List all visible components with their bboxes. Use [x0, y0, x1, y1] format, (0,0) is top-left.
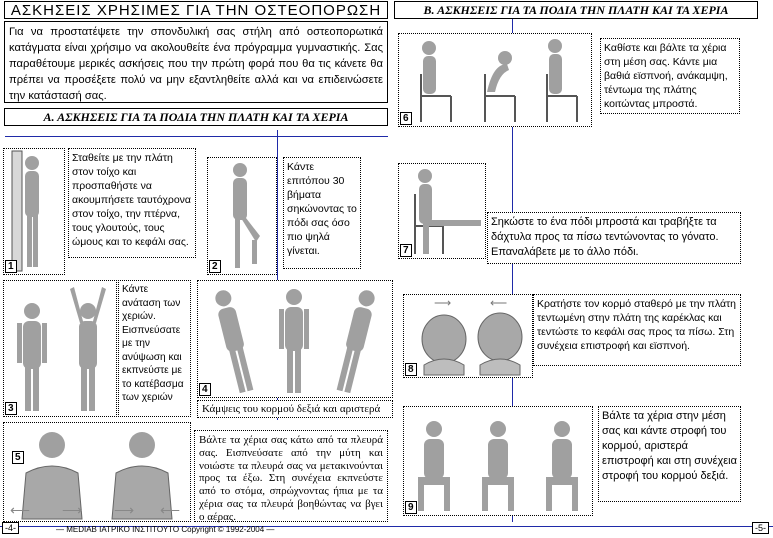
side-bend-figures — [215, 289, 375, 394]
arm-raise-figures — [17, 287, 106, 411]
exercise-6-number: 6 — [400, 112, 412, 125]
svg-text:⟵: ⟵ — [10, 504, 30, 519]
standing-wall-figure — [11, 150, 39, 272]
svg-text:⟵: ⟵ — [490, 296, 507, 310]
exercise-3-number: 3 — [5, 402, 17, 415]
page-title: ΑΣΚΗΣΕΙΣ ΧΡΗΣΙΜΕΣ ΓΙΑ ΤΗΝ ΟΣΤΕΟΠΟΡΩΣΗ — [4, 1, 388, 19]
exercise-4-text: Κάμψεις του κορμού δεξιά και αριστερά — [197, 400, 393, 418]
exercise-5-number: 5 — [12, 451, 24, 464]
exercise-5-text: Βάλτε τα χέρια σας κάτω από τα πλευρά σα… — [194, 430, 388, 523]
exercise-3-text: Κάντε ανάταση των χεριών. Εισπνεύσατε με… — [118, 280, 191, 417]
guide-line-left — [277, 130, 278, 420]
seated-twist-figures — [418, 421, 578, 511]
svg-text:⟶: ⟶ — [114, 504, 134, 519]
footer-rule — [0, 526, 773, 527]
footer-credit: — MEDIAB ΙΑΤΡΙΚΟ ΙΝΣΤΙΤΟΥΤΟ Copyright © … — [56, 525, 275, 534]
rib-breathing-figures: ⟵ ⟶ ⟶ ⟵ — [10, 432, 180, 520]
right-page-number: -5- — [752, 522, 769, 534]
intro-text: Για να προστατέψετε την σπονδυλική σας σ… — [4, 21, 388, 103]
exercise-8-text: Κρατήστε τον κορμό σταθερό με την πλάτη … — [533, 294, 741, 366]
exercise-1-figure: 1 — [3, 148, 65, 275]
exercise-9-text: Βάλτε τα χέρια στην μέση σας και κάντε σ… — [598, 406, 741, 502]
exercise-4-number: 4 — [199, 383, 211, 396]
exercise-5-figure: ⟵ ⟶ ⟶ ⟵ 5 — [3, 422, 191, 522]
exercise-7-figure: 7 — [398, 163, 486, 259]
exercise-2-figure: 2 — [207, 157, 277, 275]
exercise-7-number: 7 — [400, 244, 412, 257]
exercise-2-text: Κάντε επιτόπου 30 βήματα σηκώνοντας το π… — [283, 157, 361, 269]
leg-raise-figure — [414, 169, 481, 254]
svg-text:⟶: ⟶ — [434, 296, 451, 310]
exercise-4-figure: 4 — [197, 280, 393, 398]
exercise-1-text: Σταθείτε με την πλάτη στον τοίχο και προ… — [68, 148, 196, 258]
exercise-3-figure: 3 — [3, 280, 117, 417]
exercise-6-figure: 6 — [398, 33, 592, 127]
exercise-9-number: 9 — [405, 501, 417, 514]
neck-stretch-figures: ⟶ ⟵ — [421, 296, 523, 376]
left-page-number: -4- — [2, 522, 19, 534]
marching-figure — [233, 163, 260, 268]
exercise-8-figure: ⟶ ⟵ 8 — [403, 294, 533, 378]
exercise-9-figure: 9 — [403, 406, 593, 516]
section-a-heading: Α. ΑΣΚΗΣΕΙΣ ΓΙΑ ΤΑ ΠΟΔΙΑ ΤΗΝ ΠΛΑΤΗ ΚΑΙ Τ… — [4, 108, 388, 126]
section-b-heading: Β. ΑΣΚΗΣΕΙΣ ΓΙΑ ΤΑ ΠΟΔΙΑ ΤΗΝ ΠΛΑΤΗ ΚΑΙ Τ… — [394, 1, 758, 19]
section-a-rule — [5, 136, 388, 137]
exercise-6-text: Καθίστε και βάλτε τα χέρια στη μέση σας.… — [600, 38, 740, 114]
exercise-7-text: Σηκώστε το ένα πόδι μπροστά και τραβήξτε… — [487, 212, 741, 264]
exercise-1-number: 1 — [5, 260, 17, 273]
guide-line-right — [512, 12, 513, 522]
exercise-2-number: 2 — [209, 260, 221, 273]
svg-text:⟵: ⟵ — [160, 504, 180, 519]
seated-stretch-figures — [420, 39, 578, 122]
exercise-8-number: 8 — [405, 363, 417, 376]
svg-text:⟶: ⟶ — [62, 504, 82, 519]
